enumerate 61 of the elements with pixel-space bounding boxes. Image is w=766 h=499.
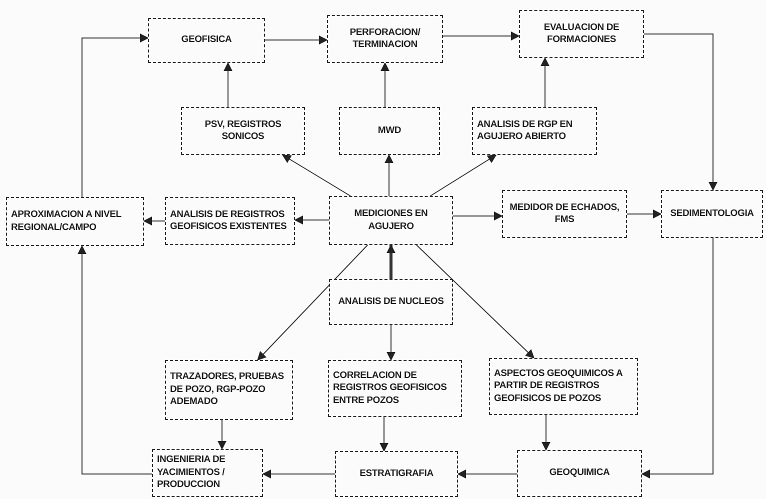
process-box xyxy=(335,451,458,497)
box-label: GEOQUIMICA xyxy=(549,467,610,480)
arrow xyxy=(143,216,166,226)
box-label: APROXIMACION A NIVEL REGIONAL/CAMPO xyxy=(11,209,122,234)
box-label: TRAZADORES, PRUEBAS DE POZO, RGP-POZO ADEMADO xyxy=(170,371,285,409)
arrow xyxy=(430,154,497,196)
box-label: PERFORACION/ TERMINACION xyxy=(348,26,422,52)
process-box xyxy=(519,10,644,58)
arrow xyxy=(457,470,518,478)
arrow xyxy=(224,62,232,108)
process-box xyxy=(489,358,638,415)
arrow xyxy=(380,62,390,108)
box-label: MEDIDOR DE ECHADOS, FMS xyxy=(508,202,620,226)
process-box xyxy=(472,107,597,155)
box-label: ANALISIS DE NUCLEOS xyxy=(338,296,444,308)
box-label: ANALISIS DE RGP EN AGUJERO ABIERTO xyxy=(477,118,574,144)
arrow xyxy=(282,154,351,196)
process-box xyxy=(502,190,627,238)
process-box xyxy=(152,449,263,497)
box-label: EVALUACION DE FORMACIONES xyxy=(542,22,620,46)
box-label: ANALISIS DE REGISTROS GEOFISICOS EXISTENTES xyxy=(170,208,288,234)
box-label: MEDICIONES EN AGUJERO xyxy=(353,208,429,233)
process-box xyxy=(327,15,443,63)
arrow xyxy=(257,244,368,361)
arrow xyxy=(384,154,394,196)
box-label: PSV, REGISTROS SONICOS xyxy=(204,118,282,144)
arrow xyxy=(540,57,550,108)
process-box xyxy=(661,190,763,238)
process-box xyxy=(329,279,453,325)
process-box xyxy=(339,107,440,155)
box-label: SEDIMENTOLOGIA xyxy=(670,208,754,220)
arrow xyxy=(82,34,149,198)
arrow xyxy=(542,414,550,451)
arrow xyxy=(78,245,152,474)
arrow xyxy=(386,244,396,279)
box-label: MWD xyxy=(378,124,402,138)
box-label: CORRELACION DE REGISTROS GEOFISICOS ENTRE POZOS xyxy=(333,370,448,408)
process-box xyxy=(165,197,295,245)
process-box xyxy=(328,360,462,417)
arrow xyxy=(452,212,503,220)
process-box xyxy=(148,18,265,63)
arrow xyxy=(442,32,520,40)
arrow xyxy=(416,244,535,359)
arrow xyxy=(380,416,388,452)
arrow xyxy=(218,420,226,450)
arrow xyxy=(641,238,714,478)
arrow xyxy=(644,34,718,191)
arrow xyxy=(386,324,396,361)
arrow xyxy=(264,36,328,44)
arrow xyxy=(294,216,330,224)
process-box xyxy=(181,107,305,155)
box-label: ASPECTOS GEOQUIMICOS A PARTIR DE REGISTROS GEOFISICOS DE POZOS xyxy=(494,368,624,406)
arrow xyxy=(262,470,336,478)
arrow xyxy=(626,210,662,218)
process-box xyxy=(6,197,144,246)
process-box xyxy=(165,360,293,420)
box-label: ESTRATIGRAFIA xyxy=(360,468,434,480)
box-label: GEOFISICA xyxy=(181,34,232,47)
process-box xyxy=(517,450,642,497)
process-box xyxy=(329,196,453,245)
box-label: INGENIERIA DE YACIMIENTOS / PRODUCCION xyxy=(157,454,226,492)
